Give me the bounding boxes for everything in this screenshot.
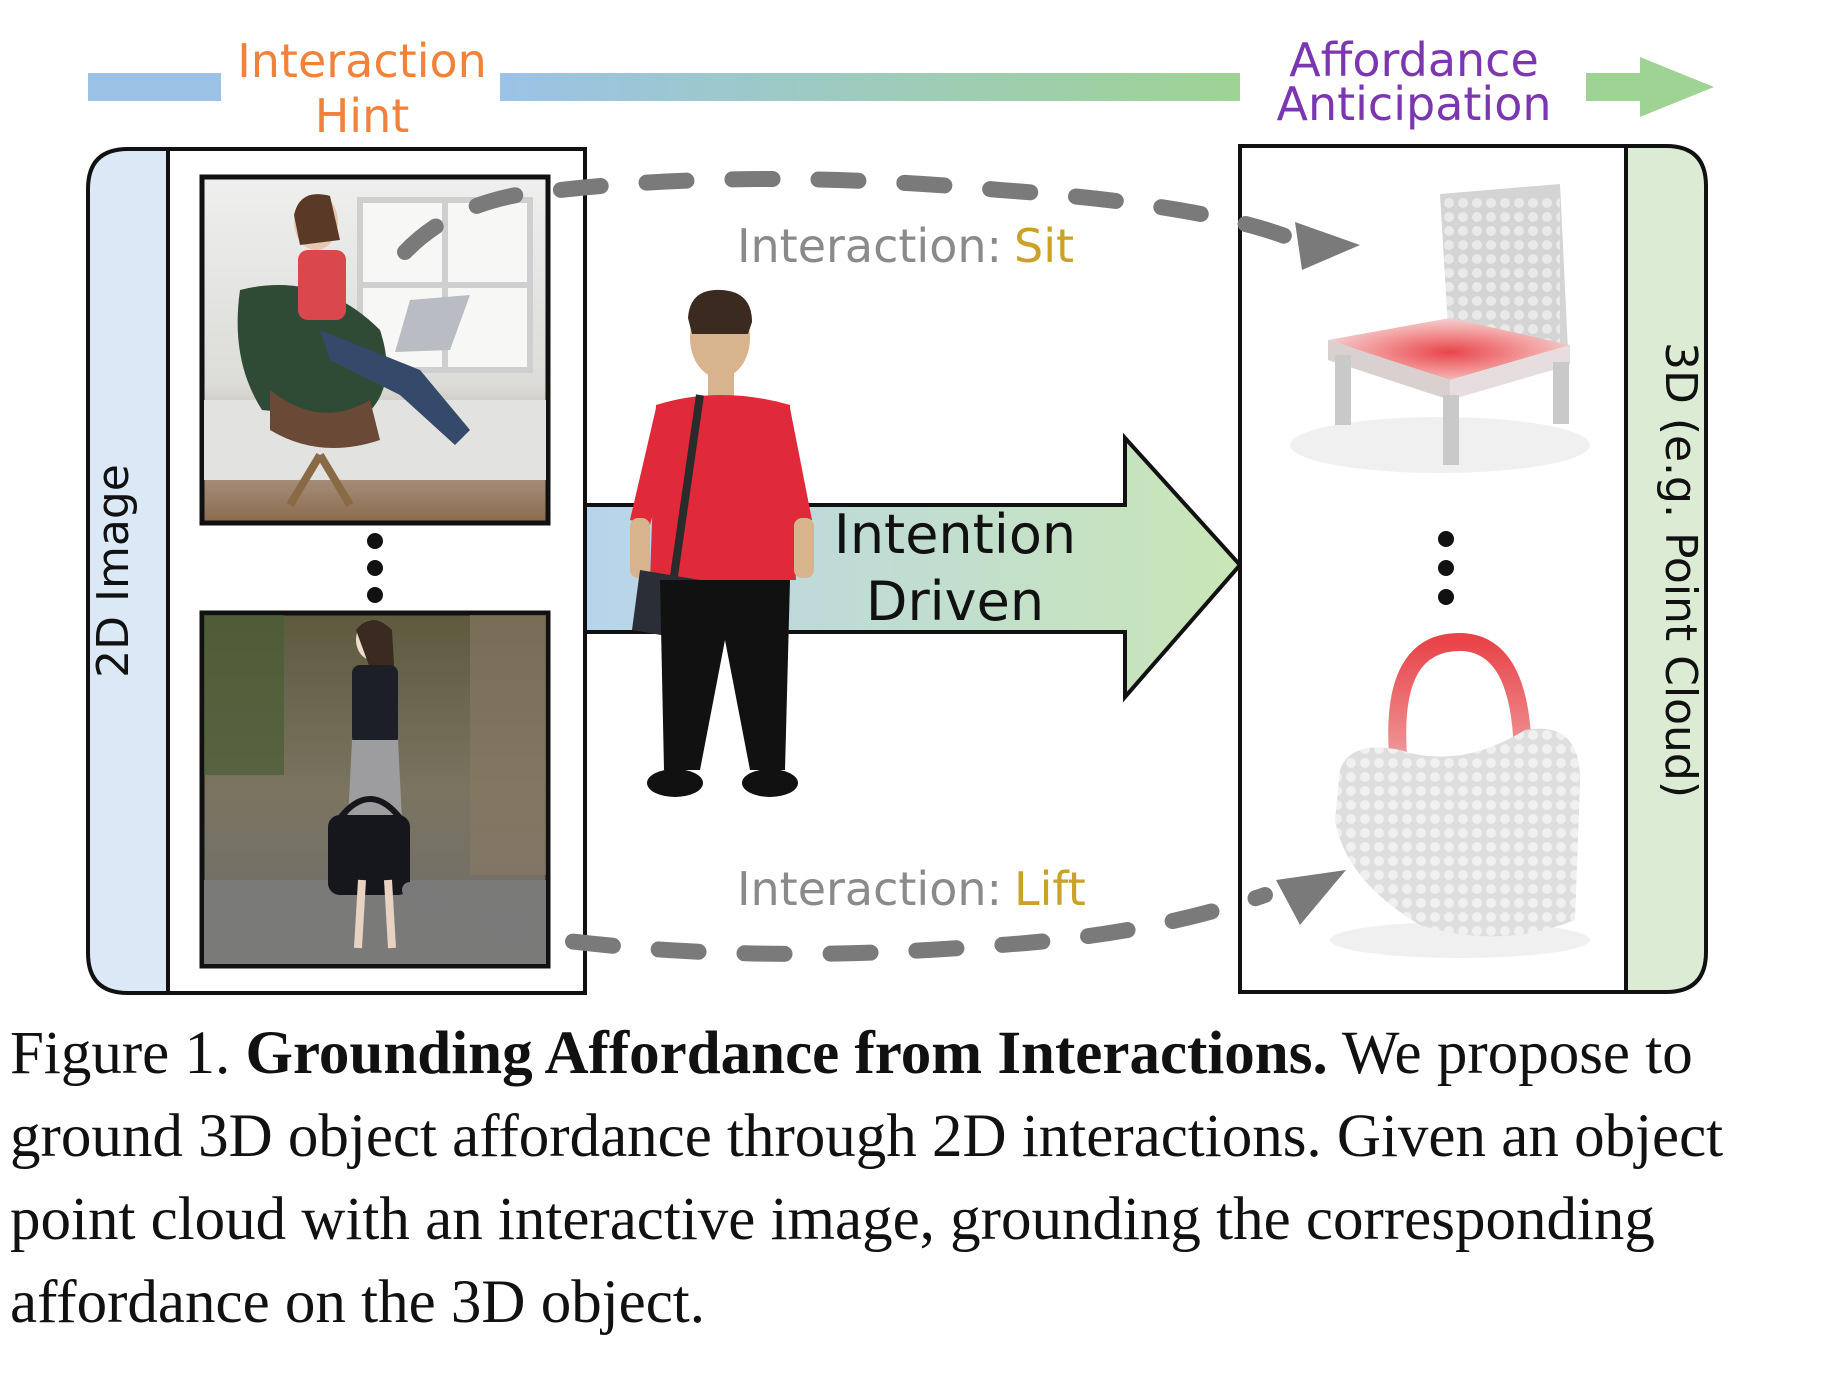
caption-label: Figure 1. (10, 1020, 231, 1087)
intention-line2: Driven (866, 570, 1044, 633)
figure-diagram: Interaction Hint Affordance Anticipation… (86, 33, 1714, 995)
right-ellipsis (1438, 531, 1454, 605)
interaction-lift-connector: Interaction: Lift (402, 862, 1346, 962)
caption-title: Grounding Affordance from Interactions. (245, 1020, 1328, 1087)
top-bar-right-segment (1586, 73, 1646, 101)
person-silhouette (630, 289, 814, 797)
top-bar-left-segment (88, 73, 221, 101)
affordance-anticipation-line1: Affordance (1289, 33, 1539, 87)
interaction-hint-line1: Interaction (237, 34, 487, 88)
affordance-anticipation-line2: Anticipation (1276, 77, 1551, 131)
photo-person-holding-bag (199, 610, 551, 969)
left-band (86, 147, 170, 995)
bag-point-cloud (1330, 632, 1590, 958)
right-band (1624, 144, 1708, 994)
interaction-lift-prefix: Interaction: (737, 862, 1002, 916)
top-bar-arrowhead (1640, 57, 1714, 117)
left-panel: 2D Image (86, 147, 587, 995)
caption-body: We propose to ground 3D object affordanc… (10, 1020, 1724, 1336)
interaction-sit-connector: Interaction: Sit (397, 171, 1360, 273)
figure-caption: Figure 1. Grounding Affordance from Inte… (10, 1012, 1810, 1344)
right-panel: 3D (e.g. Point Cloud) (1238, 144, 1708, 994)
interaction-sit-verb: Sit (1014, 219, 1074, 273)
top-bar-middle-segment (500, 73, 1240, 101)
chair-point-cloud (1290, 184, 1590, 473)
right-vertical-label: 3D (e.g. Point Cloud) (1655, 342, 1706, 798)
left-ellipsis (367, 533, 383, 603)
top-banner: Interaction Hint Affordance Anticipation (88, 33, 1714, 143)
interaction-hint-line2: Hint (315, 89, 410, 143)
diagram-canvas: Interaction Hint Affordance Anticipation… (86, 33, 1714, 995)
interaction-lift-verb: Lift (1014, 862, 1086, 916)
photo-person-sitting (199, 174, 551, 526)
intention-line1: Intention (834, 503, 1076, 566)
interaction-sit-prefix: Interaction: (737, 219, 1002, 273)
left-vertical-label: 2D Image (88, 464, 139, 678)
